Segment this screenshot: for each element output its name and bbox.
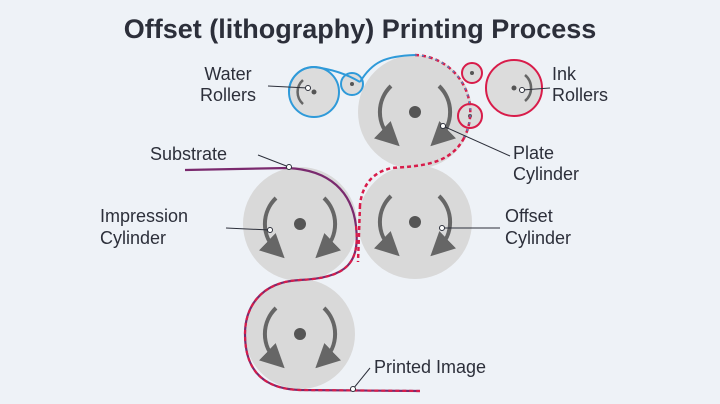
rotation-arrow-icon: [315, 196, 341, 259]
rotation-arrow-icon: [259, 196, 285, 259]
svg-text:Offset: Offset: [505, 206, 553, 226]
ink-transfer-path: [358, 137, 466, 206]
svg-text:Plate: Plate: [513, 143, 554, 163]
svg-text:Rollers: Rollers: [200, 85, 256, 105]
diagram-title: Offset (lithography) Printing Process: [124, 14, 597, 44]
printed-image-path: [243, 225, 421, 393]
svg-text:Cylinder: Cylinder: [100, 228, 166, 248]
rotation-arrow-icon: [430, 194, 456, 257]
offset-cylinder: [358, 165, 472, 279]
label-impression-cylinder: Impression Cylinder: [100, 206, 273, 248]
svg-text:Impression: Impression: [100, 206, 188, 226]
label-printed-image: Printed Image: [350, 357, 486, 392]
svg-text:Printed Image: Printed Image: [374, 357, 486, 377]
delivery-cylinder: [245, 279, 355, 389]
label-plate-cylinder: Plate Cylinder: [440, 123, 579, 184]
svg-text:Water: Water: [204, 64, 251, 84]
svg-text:Substrate: Substrate: [150, 144, 227, 164]
impression-cylinder: [243, 167, 357, 281]
svg-text:Cylinder: Cylinder: [513, 164, 579, 184]
label-ink-rollers: Ink Rollers: [519, 64, 608, 105]
water-rollers: [288, 65, 364, 118]
svg-text:Cylinder: Cylinder: [505, 228, 571, 248]
water-path: [359, 54, 416, 83]
svg-text:Ink: Ink: [552, 64, 577, 84]
rotation-arrow-icon: [374, 84, 400, 147]
ink-offset-path: [356, 204, 362, 263]
plate-cylinder: [358, 55, 472, 169]
svg-text:Rollers: Rollers: [552, 85, 608, 105]
label-substrate: Substrate: [150, 144, 292, 170]
rotation-arrow-icon: [315, 306, 341, 369]
rotation-arrow-icon: [430, 84, 456, 147]
label-offset-cylinder: Offset Cylinder: [439, 206, 571, 248]
water-path-plate: [414, 54, 471, 139]
rotation-arrow-icon: [374, 194, 400, 257]
ink-rollers: [457, 59, 543, 129]
label-water-rollers: Water Rollers: [200, 64, 311, 105]
rotation-arrow-icon: [259, 306, 285, 369]
